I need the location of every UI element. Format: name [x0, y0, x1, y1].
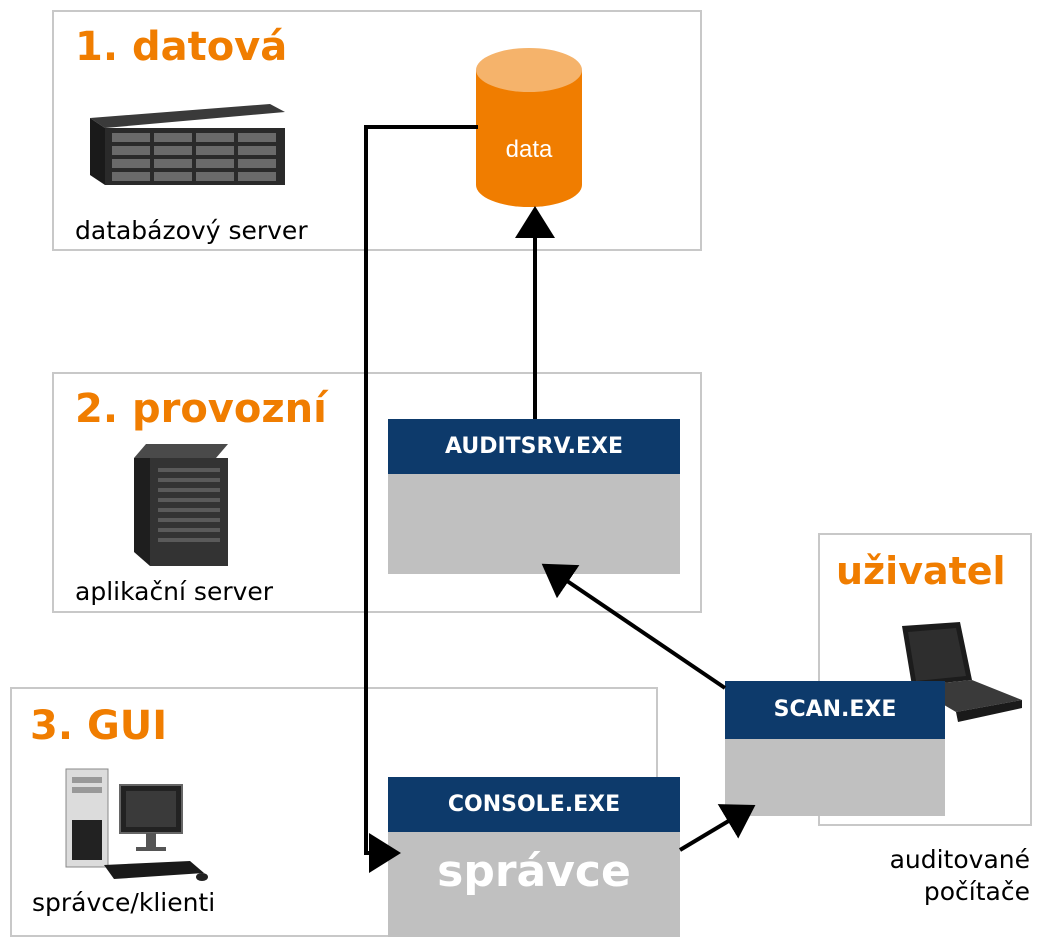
- layer-provozni-caption: aplikační server: [75, 577, 274, 606]
- layer-gui-caption: správce/klienti: [32, 888, 216, 917]
- arrow-scan-to-auditsrv: [541, 563, 727, 690]
- application-server-icon: [130, 440, 245, 574]
- workstation-icon: [62, 765, 212, 889]
- auditsrv-label: AUDITSRV.EXE: [388, 419, 680, 474]
- scan-component: SCAN.EXE: [725, 681, 945, 816]
- layer-datova-title: 1. datová: [75, 24, 288, 70]
- layer-provozni-title: 2. provozní: [75, 386, 327, 432]
- database-label: data: [505, 136, 553, 163]
- arrow-console-to-scan: [678, 804, 756, 852]
- layer-datova-box: [52, 10, 702, 251]
- arrow-data-to-console: [364, 125, 478, 873]
- console-component: CONSOLE.EXE správce: [388, 777, 680, 937]
- uzivatel-caption-line1: auditované: [889, 845, 1030, 874]
- database-cylinder-icon: [470, 40, 588, 214]
- layer-provozni-box: [52, 372, 702, 613]
- uzivatel-caption-line2: počítače: [923, 877, 1030, 906]
- layer-datova-caption: databázový server: [75, 216, 308, 245]
- database-server-icon: [80, 90, 290, 194]
- scan-label: SCAN.EXE: [725, 681, 945, 739]
- laptop-icon: [892, 618, 1027, 732]
- console-label: CONSOLE.EXE: [388, 777, 680, 832]
- console-sublabel: správce: [437, 846, 631, 897]
- layer-uzivatel-title: uživatel: [836, 549, 1006, 593]
- layer-uzivatel-box: [818, 533, 1032, 826]
- auditsrv-component: AUDITSRV.EXE: [388, 419, 680, 574]
- layer-gui-title: 3. GUI: [30, 703, 168, 749]
